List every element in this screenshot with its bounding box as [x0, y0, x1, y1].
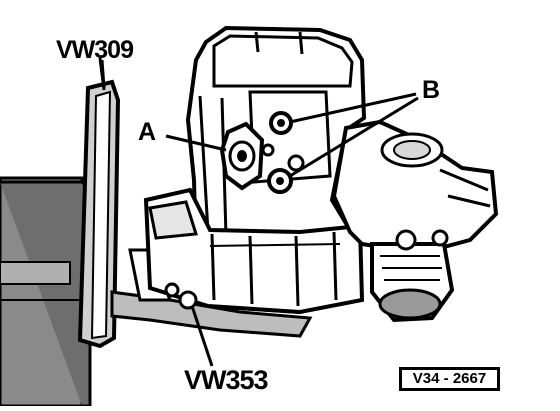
- differential-housing: [331, 119, 499, 323]
- label-vw353: VW353: [184, 365, 269, 395]
- vw353-bolt: [164, 282, 198, 310]
- label-b: B: [422, 76, 441, 104]
- leader-vw309: [100, 59, 106, 89]
- bolt-b-upper: [269, 111, 293, 135]
- vw309-plate: [77, 57, 121, 349]
- reference-code-box: V34 - 2667: [399, 367, 500, 391]
- label-a: A: [138, 118, 157, 146]
- leader-a: [165, 134, 227, 152]
- bolt-b-lower: [261, 143, 305, 194]
- leader-b-lower: [289, 96, 419, 178]
- workbench: [0, 176, 92, 408]
- label-vw309: VW309: [56, 36, 134, 64]
- leader-b-upper: [289, 92, 417, 124]
- leader-vw353: [190, 305, 214, 367]
- bolt-a-mount: [219, 121, 265, 191]
- leader-lines: [100, 59, 419, 367]
